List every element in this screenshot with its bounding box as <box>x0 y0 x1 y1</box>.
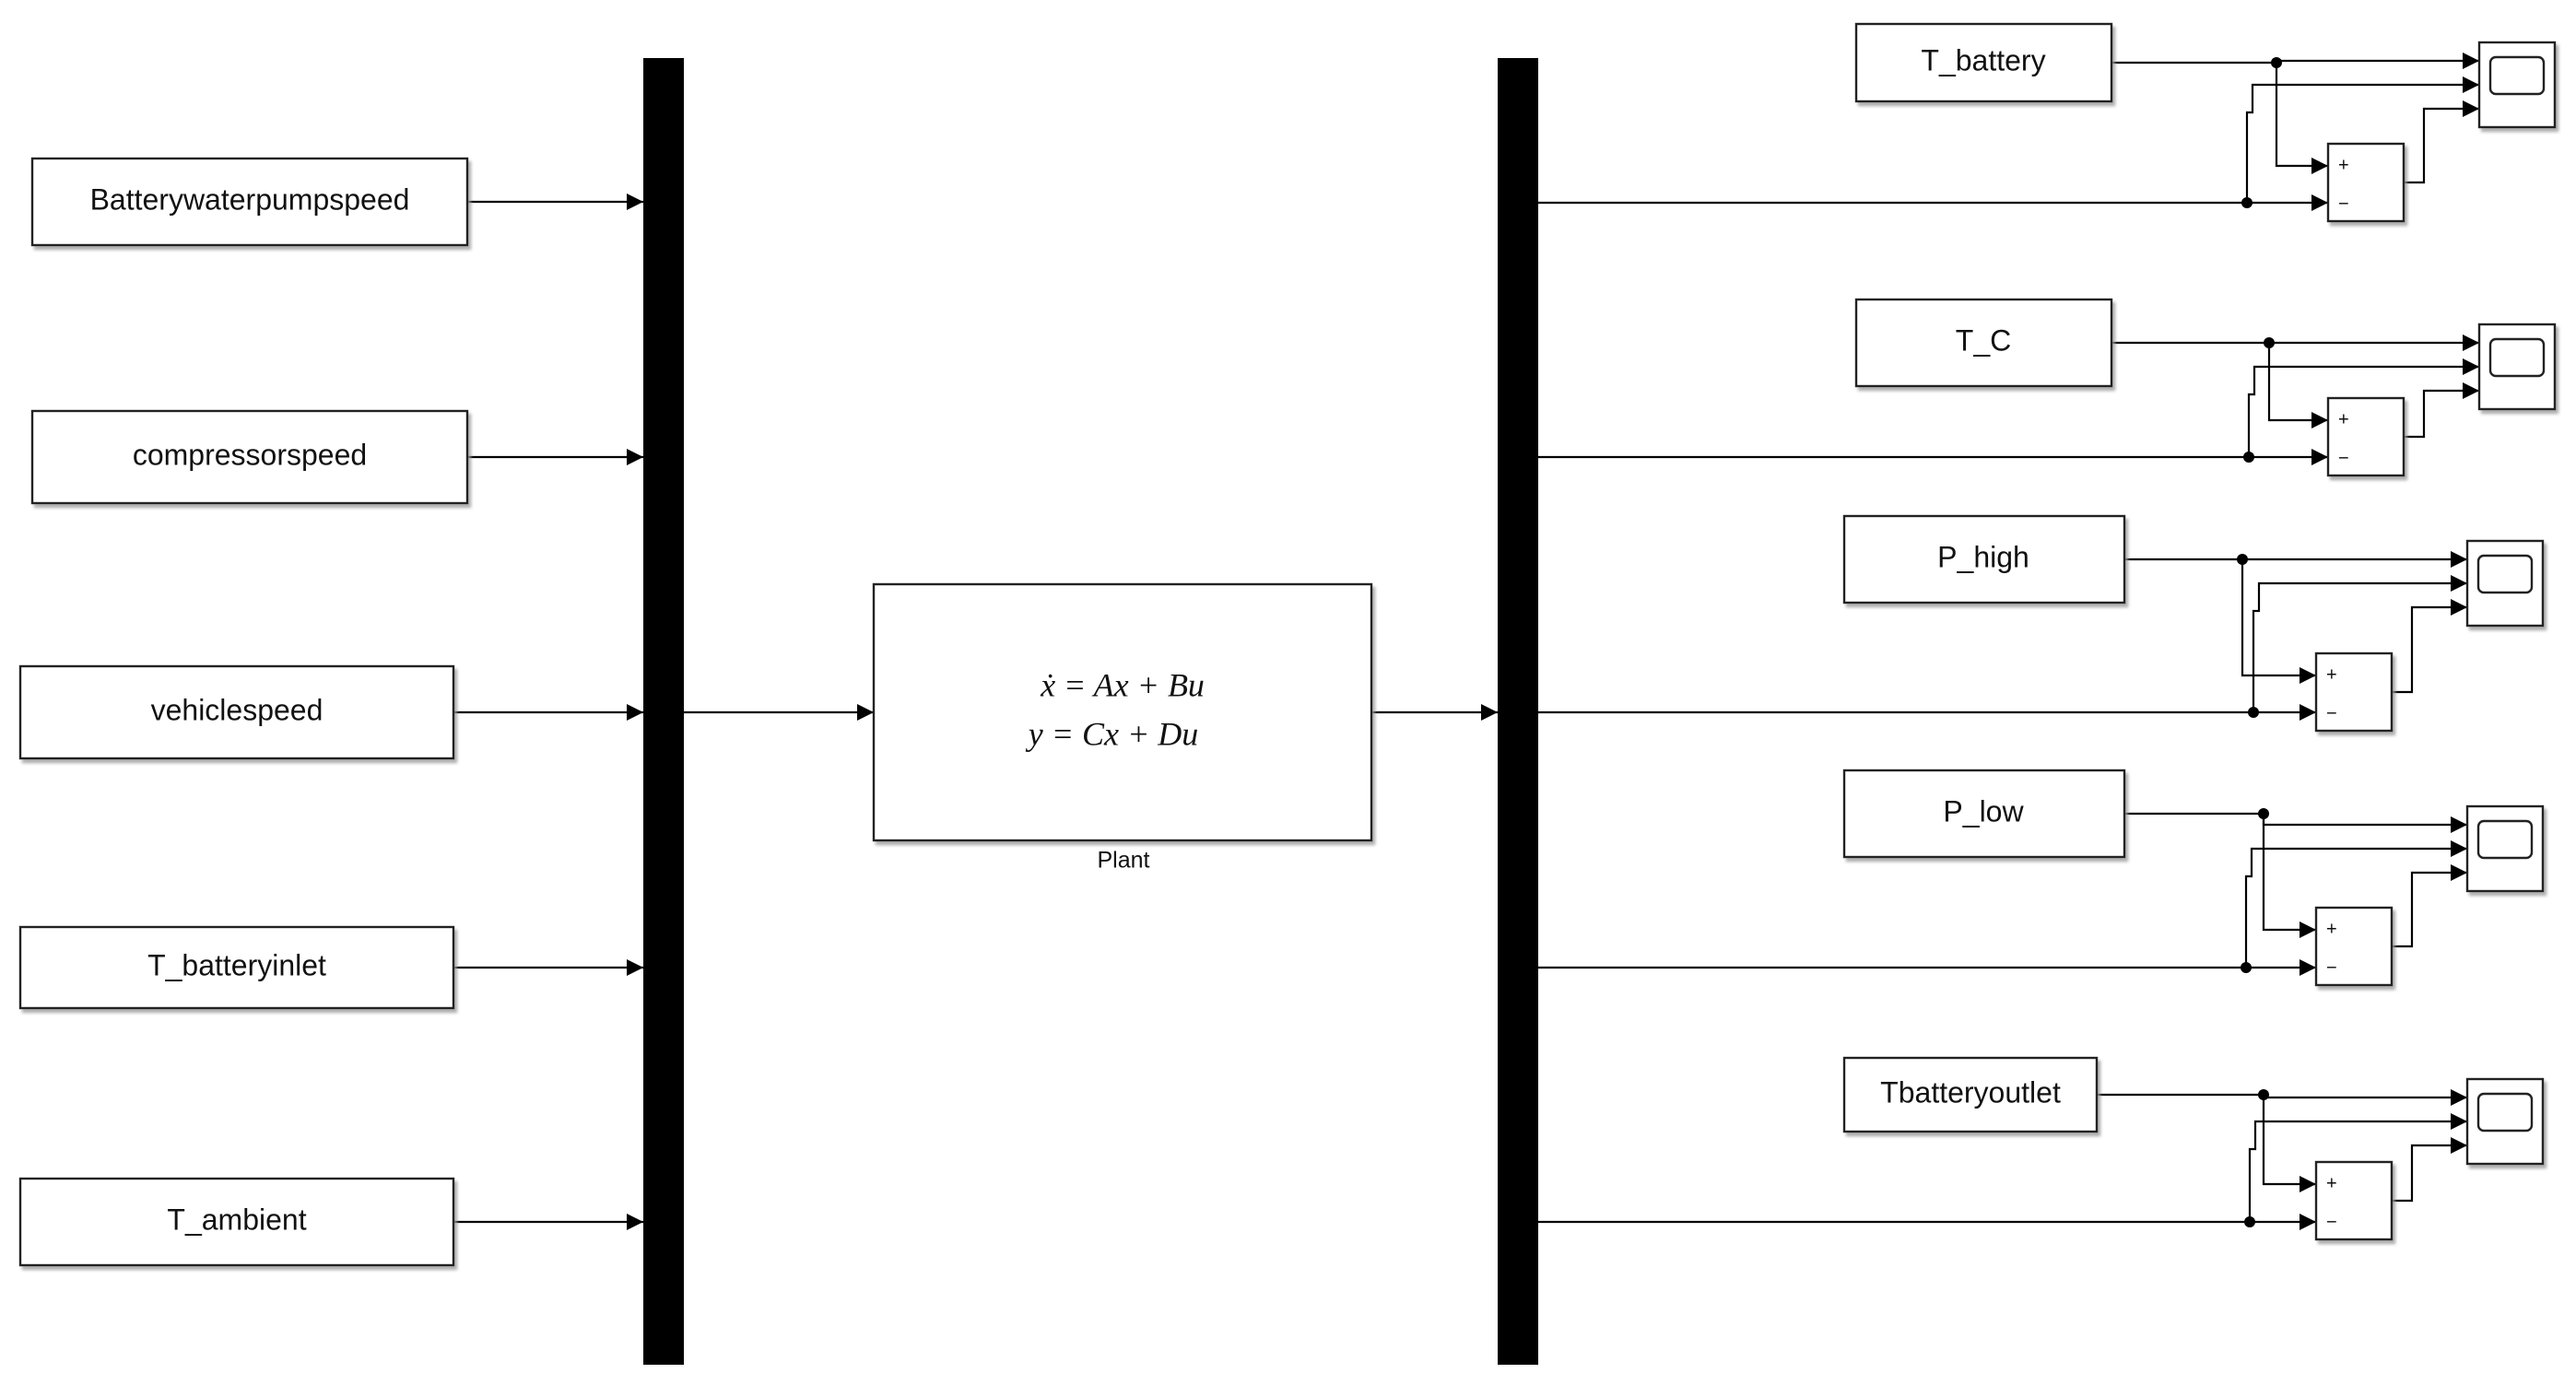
minus-sign: − <box>2326 703 2337 723</box>
demux-bar[interactable] <box>1498 58 1538 1365</box>
output-block-tbatteryoutlet[interactable]: Tbatteryoutlet <box>1842 1056 2099 1133</box>
signal-line-30[interactable] <box>2244 840 2467 968</box>
output-block-p-high[interactable]: P_high <box>1842 514 2126 604</box>
signal-line-34[interactable] <box>2262 1095 2316 1192</box>
scope-screen-icon <box>2476 819 2534 860</box>
input-block-compressorspeed[interactable]: compressorspeed <box>30 409 469 505</box>
minus-sign: − <box>2326 1212 2337 1232</box>
minus-sign: − <box>2338 448 2349 468</box>
scope-screen-icon <box>2488 337 2546 378</box>
branch-point <box>2243 452 2254 463</box>
scope-block-5[interactable] <box>2465 1077 2545 1166</box>
branch-point <box>2258 1089 2269 1100</box>
output-label: T_battery <box>1921 43 2045 76</box>
sum-block-3[interactable]: + − <box>2314 651 2394 733</box>
scope-block-1[interactable] <box>2477 41 2557 129</box>
scope-screen-icon <box>2488 55 2546 96</box>
signal-line-16[interactable] <box>2267 343 2328 428</box>
sum-block-5[interactable]: + − <box>2314 1160 2394 1241</box>
input-label: compressorspeed <box>133 438 367 471</box>
output-block-t-battery[interactable]: T_battery <box>1854 22 2113 103</box>
scope-block-3[interactable] <box>2465 539 2545 628</box>
signal-line-33[interactable] <box>2097 1089 2467 1106</box>
scope-block-4[interactable] <box>2465 804 2545 893</box>
signal-line-36[interactable] <box>2248 1113 2467 1222</box>
input-block-t-batteryinlet[interactable]: T_batteryinlet <box>18 925 455 1010</box>
output-label: P_low <box>1943 794 2024 827</box>
branch-point <box>2244 1216 2255 1227</box>
output-label: Tbatteryoutlet <box>1880 1075 2061 1109</box>
branch-point <box>2248 707 2259 718</box>
plus-sign: + <box>2338 155 2349 175</box>
signal-line-24[interactable] <box>2252 575 2467 712</box>
sum-block-2[interactable]: + − <box>2326 396 2405 477</box>
plant-caption: Plant <box>1098 848 1150 874</box>
input-label: vehiclespeed <box>151 693 323 726</box>
input-block-t-ambient[interactable]: T_ambient <box>18 1177 455 1267</box>
plus-sign: + <box>2338 409 2349 429</box>
branch-point <box>2264 337 2275 348</box>
signal-line-19[interactable] <box>2404 382 2479 439</box>
output-label: T_C <box>1956 323 2011 357</box>
output-label: P_high <box>1937 540 2029 573</box>
input-block-vehiclespeed[interactable]: vehiclespeed <box>18 664 455 760</box>
signal-line-18[interactable] <box>2247 358 2479 457</box>
scope-screen-icon <box>2476 554 2534 594</box>
input-label: T_ambient <box>167 1203 306 1236</box>
signal-line-27[interactable] <box>2124 812 2467 833</box>
plus-sign: + <box>2326 919 2337 939</box>
branch-point <box>2271 57 2282 68</box>
sum-block-4[interactable]: + − <box>2314 906 2394 987</box>
signal-line-13[interactable] <box>2404 100 2479 184</box>
branch-point <box>2237 554 2248 565</box>
signal-line-22[interactable] <box>2241 559 2316 684</box>
output-equation: y = Cx + Du <box>1026 715 1199 752</box>
branch-point <box>2258 808 2269 819</box>
output-block-p-low[interactable]: P_low <box>1842 769 2126 859</box>
input-block-batterywaterpumpspeed[interactable]: Batterywaterpumpspeed <box>30 157 469 247</box>
signal-line-31[interactable] <box>2392 864 2467 948</box>
sum-block-1[interactable]: + − <box>2326 142 2405 223</box>
input-label: T_batteryinlet <box>147 948 326 981</box>
signal-line-9[interactable] <box>2111 53 2479 69</box>
minus-sign: − <box>2338 194 2349 214</box>
signal-line-12[interactable] <box>2245 76 2479 203</box>
branch-point <box>2241 962 2252 973</box>
signal-line-10[interactable] <box>2275 63 2328 174</box>
state-equation: ẋ = Ax + Bu <box>1040 666 1205 703</box>
branch-point <box>2241 197 2253 208</box>
scope-block-2[interactable] <box>2477 323 2557 411</box>
plant-state-space-block[interactable]: ẋ = Ax + Bu y = Cx + Du <box>872 582 1373 842</box>
mux-bar[interactable] <box>643 58 684 1365</box>
signal-line-37[interactable] <box>2392 1137 2467 1203</box>
input-label: Batterywaterpumpspeed <box>90 182 410 216</box>
signal-line-25[interactable] <box>2392 599 2467 694</box>
scope-screen-icon <box>2476 1092 2534 1133</box>
minus-sign: − <box>2326 957 2337 978</box>
plus-sign: + <box>2326 664 2337 685</box>
signal-line-28[interactable] <box>2262 814 2316 938</box>
plus-sign: + <box>2326 1173 2337 1193</box>
output-block-t-c[interactable]: T_C <box>1854 298 2113 388</box>
